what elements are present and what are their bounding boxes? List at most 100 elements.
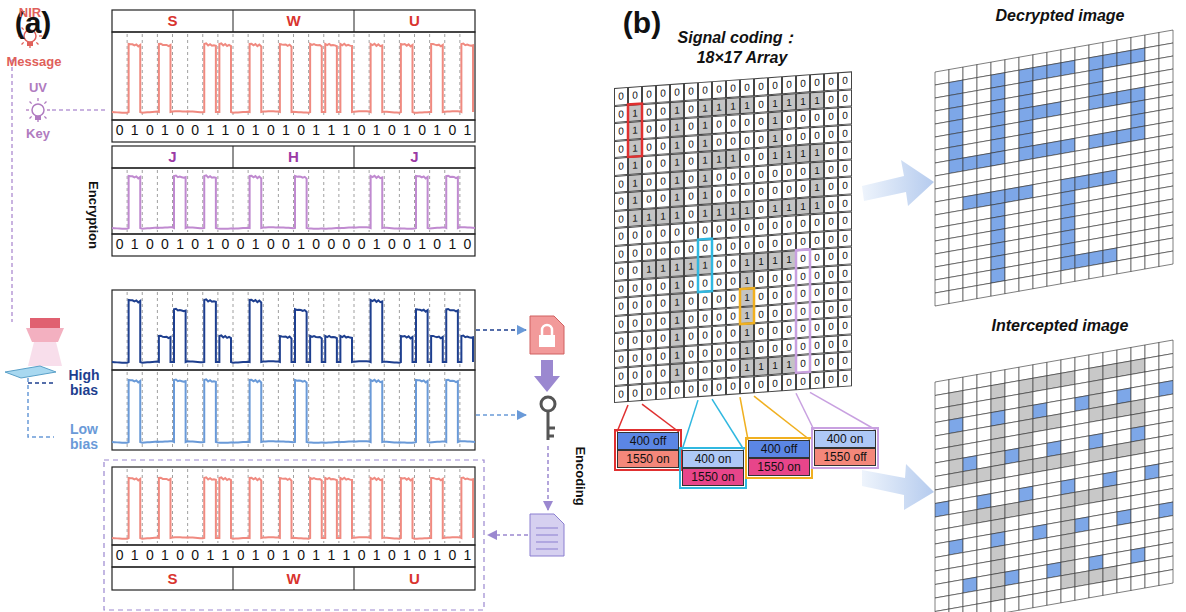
table-cell: 1 [740, 341, 754, 359]
switch-state-box: 400 on [682, 450, 744, 468]
table-cell: 1 [740, 306, 754, 324]
grid-line [384, 34, 385, 118]
table-cell: 0 [642, 383, 656, 401]
grid-line [187, 469, 188, 543]
node-outline [746, 438, 812, 478]
light-source [26, 328, 64, 342]
table-cell: 0 [642, 225, 656, 243]
table-cell: 0 [796, 109, 810, 127]
grid-line [414, 170, 415, 232]
bit-value: 1 [343, 548, 351, 563]
grid-line [187, 292, 188, 368]
image-pixel [991, 281, 1005, 296]
lamp-ray [44, 116, 46, 118]
bit-value: 0 [146, 237, 154, 252]
table-cell: 0 [740, 218, 754, 236]
leader-line [617, 405, 628, 432]
table-cell: 0 [642, 243, 656, 261]
table-cell: 1 [740, 253, 754, 271]
table-cell: 0 [614, 245, 628, 263]
table-cell: 0 [684, 362, 698, 380]
table-cell: 0 [726, 79, 740, 97]
table-cell: 0 [726, 307, 740, 325]
grid-line [248, 292, 249, 368]
bit-value: 1 [373, 123, 381, 138]
message-waveform [112, 43, 473, 112]
table-cell: 0 [670, 381, 684, 399]
grid-line [248, 372, 249, 448]
grid-line [459, 292, 460, 368]
table-cell: 0 [656, 364, 670, 382]
switch-state-box: 400 off [748, 440, 810, 458]
table-cell: 0 [824, 160, 838, 178]
letter-header: J [410, 149, 418, 166]
table-cell: 0 [754, 165, 768, 183]
bit-value: 0 [312, 237, 320, 252]
image-pixel [1145, 254, 1159, 269]
image-pixel [1061, 587, 1075, 603]
table-cell: 1 [670, 363, 684, 381]
grid-line [293, 469, 294, 543]
table-cell: 0 [824, 107, 838, 125]
table-cell: 0 [740, 148, 754, 166]
table-cell: 0 [726, 377, 740, 395]
table-cell: 0 [712, 115, 726, 133]
table-cell: 0 [768, 339, 782, 357]
table-cell: 1 [810, 178, 824, 196]
grid-line [157, 34, 158, 118]
table-cell: 0 [684, 310, 698, 328]
lamp-ray [37, 98, 38, 101]
grid-line [354, 170, 355, 232]
table-cell: 0 [712, 80, 726, 98]
table-cell: 0 [754, 305, 768, 323]
bit-row [112, 545, 475, 567]
key-waveform [112, 175, 475, 228]
grid-line [187, 372, 188, 448]
table-cell: 0 [712, 273, 726, 291]
table-cell: 0 [810, 266, 824, 284]
table-cell: 1 [796, 197, 810, 215]
table-cell: 0 [824, 247, 838, 265]
image-pixel [991, 599, 1005, 612]
highlight-frame [698, 239, 712, 292]
table-cell: 0 [838, 369, 852, 387]
bit-value: 1 [282, 123, 290, 138]
table-cell: 0 [614, 367, 628, 385]
table-cell: 1 [698, 204, 712, 222]
panel-label: (b) [623, 6, 661, 39]
table-cell: 1 [670, 188, 684, 206]
grid-line [369, 372, 370, 448]
table-cell: 1 [670, 311, 684, 329]
state-text: 400 on [827, 432, 864, 446]
grid-line [293, 372, 294, 448]
table-cell: 0 [670, 241, 684, 259]
table-cell: 0 [726, 219, 740, 237]
table-cell: 0 [796, 284, 810, 302]
dashed-guide [28, 382, 54, 384]
table-cell: 1 [740, 358, 754, 376]
table-cell: 0 [824, 335, 838, 353]
grid-line [308, 372, 309, 448]
switch-state-box: 1550 on [748, 458, 810, 476]
switch-state-box: 1550 off [814, 448, 876, 466]
bit-value: 1 [176, 237, 184, 252]
leader-line [712, 399, 744, 450]
table-cell: 0 [614, 315, 628, 333]
table-cell: 0 [754, 287, 768, 305]
table-cell: 0 [810, 213, 824, 231]
bit-value: 1 [373, 548, 381, 563]
grid-line [233, 469, 234, 543]
bit-row [112, 120, 475, 142]
decoded-waveform [112, 477, 473, 538]
table-cell: 0 [824, 72, 838, 90]
grid-line [142, 469, 143, 543]
table-cell: 0 [796, 302, 810, 320]
image-pixel [1131, 256, 1145, 271]
image-pixel [1075, 266, 1089, 281]
bit-value: 0 [237, 548, 245, 563]
grid-line [414, 34, 415, 118]
table-cell: 0 [614, 157, 628, 175]
table-cell: 0 [614, 210, 628, 228]
light-label: NIR [19, 6, 41, 20]
table-cell: 0 [614, 105, 628, 123]
